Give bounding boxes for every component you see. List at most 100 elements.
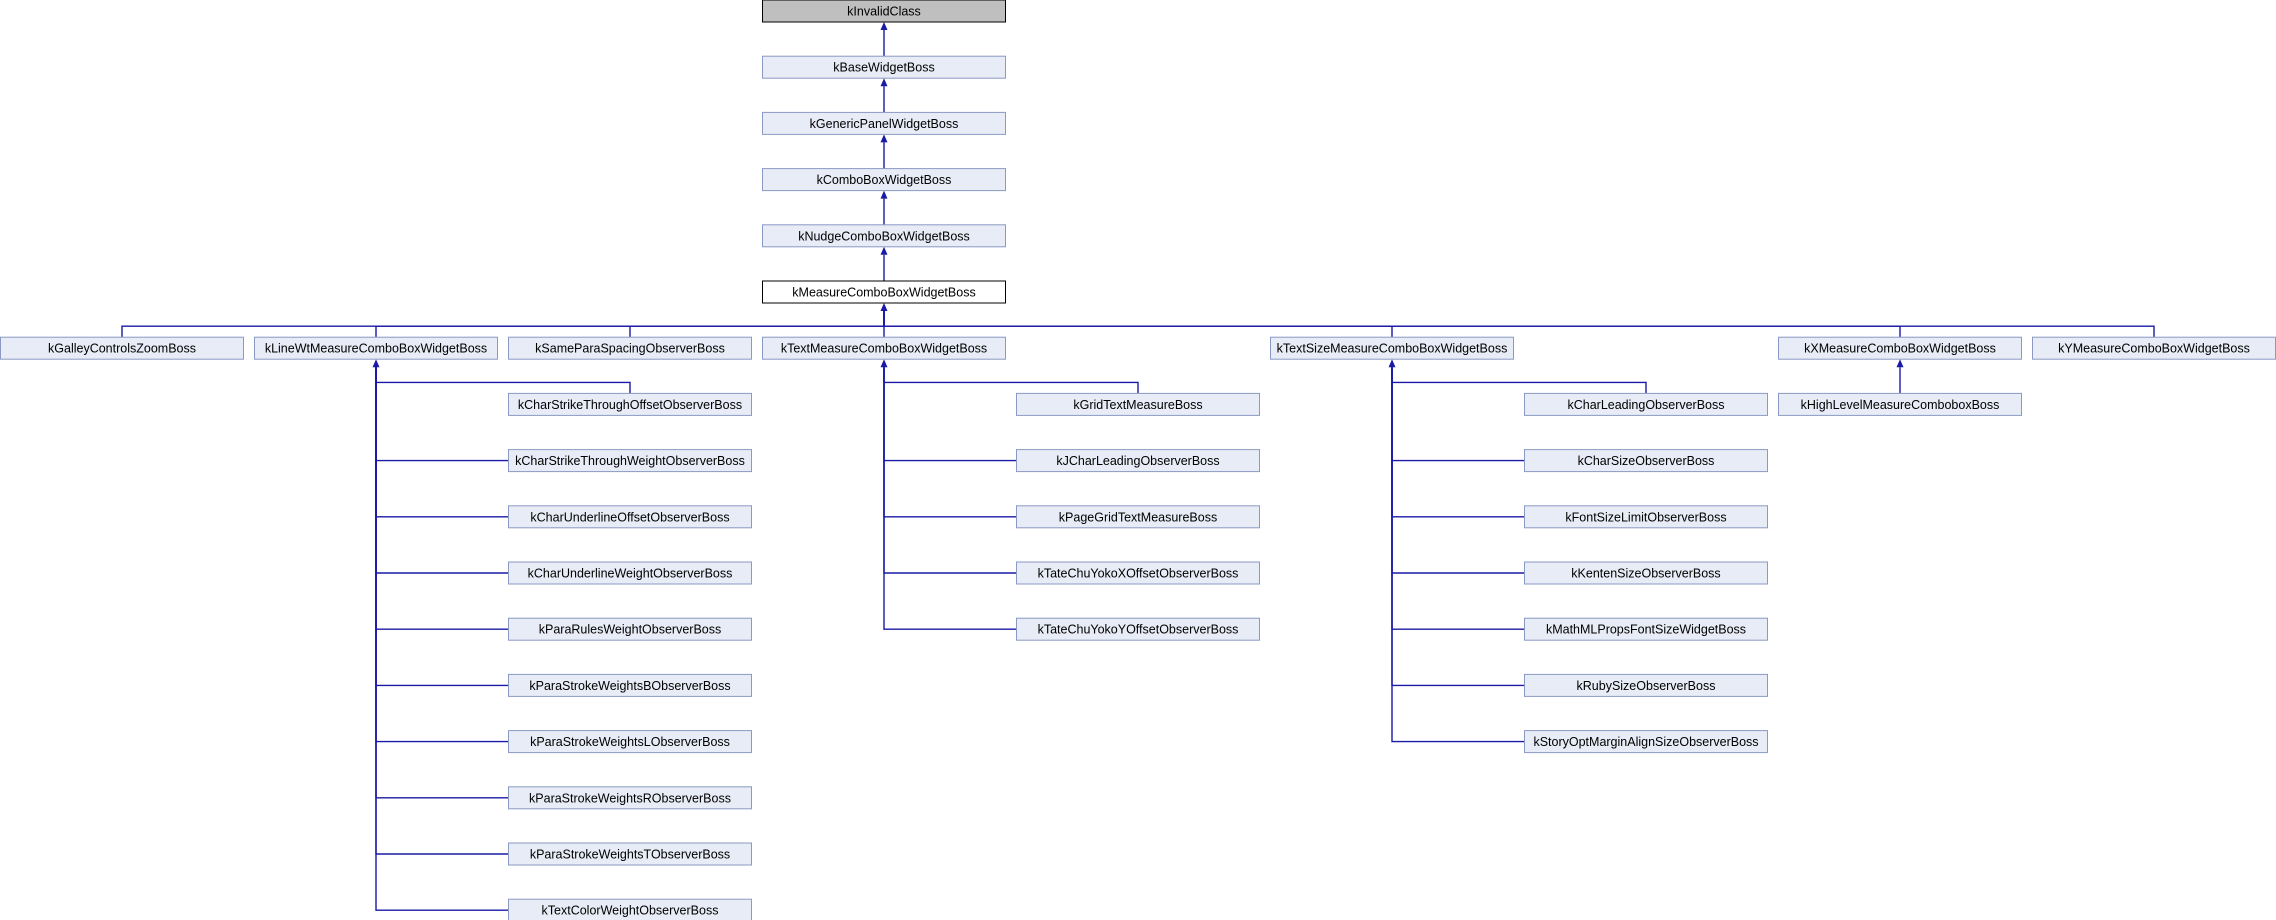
class-node-k-nudge-combo-box-widget-boss[interactable]: kNudgeComboBoxWidgetBoss xyxy=(762,224,1006,248)
arrowhead-k-line-wt-measure-combo-box-widget-boss xyxy=(372,359,380,368)
class-node-k-tate-chu-yoko-yoffset-observer-boss[interactable]: kTateChuYokoYOffsetObserverBoss xyxy=(1016,617,1260,641)
node-label: kMathMLPropsFontSizeWidgetBoss xyxy=(1546,623,1746,637)
class-node-k-text-measure-combo-box-widget-boss[interactable]: kTextMeasureComboBoxWidgetBoss xyxy=(762,336,1006,360)
node-box xyxy=(762,336,1006,360)
class-node-k-char-leading-observer-boss[interactable]: kCharLeadingObserverBoss xyxy=(1524,392,1768,416)
node-box xyxy=(762,224,1006,248)
class-node-k-generic-panel-widget-boss[interactable]: kGenericPanelWidgetBoss xyxy=(762,111,1006,135)
node-box xyxy=(1778,336,2022,360)
node-box xyxy=(1524,449,1768,473)
class-node-k-story-opt-margin-align-size-observer-boss[interactable]: kStoryOptMarginAlignSizeObserverBoss xyxy=(1524,730,1768,754)
class-node-k-ymeasure-combo-box-widget-boss[interactable]: kYMeasureComboBoxWidgetBoss xyxy=(2032,336,2276,360)
class-node-k-char-underline-offset-observer-boss[interactable]: kCharUnderlineOffsetObserverBoss xyxy=(508,505,752,529)
class-node-k-math-mlprops-font-size-widget-boss[interactable]: kMathMLPropsFontSizeWidgetBoss xyxy=(1524,617,1768,641)
node-box xyxy=(1524,730,1768,754)
edge-k-char-underline-offset-observer-boss-to-k-line-wt-measure-combo-box-widget-boss xyxy=(375,367,509,518)
node-box xyxy=(1524,392,1768,416)
node-box xyxy=(1016,449,1260,473)
node-label: kCharStrikeThroughWeightObserverBoss xyxy=(515,454,745,468)
arrowhead-k-nudge-combo-box-widget-boss xyxy=(880,246,888,255)
class-node-k-char-underline-weight-observer-boss[interactable]: kCharUnderlineWeightObserverBoss xyxy=(508,561,752,585)
class-node-k-kenten-size-observer-boss[interactable]: kKentenSizeObserverBoss xyxy=(1524,561,1768,585)
node-box xyxy=(508,561,752,585)
class-node-k-tate-chu-yoko-xoffset-observer-boss[interactable]: kTateChuYokoXOffsetObserverBoss xyxy=(1016,561,1260,585)
node-box xyxy=(1524,561,1768,585)
node-box xyxy=(762,55,1006,79)
node-box xyxy=(508,617,752,641)
node-label: kParaStrokeWeightsBObserverBoss xyxy=(529,679,730,693)
node-box xyxy=(1778,392,2022,416)
node-box xyxy=(508,730,752,754)
arrowhead-k-base-widget-boss xyxy=(880,78,888,87)
arrowhead-k-text-measure-combo-box-widget-boss xyxy=(880,359,888,368)
node-box xyxy=(508,842,752,866)
class-node-k-grid-text-measure-boss[interactable]: kGridTextMeasureBoss xyxy=(1016,392,1260,416)
node-box xyxy=(0,336,244,360)
class-node-k-char-strike-through-offset-observer-boss[interactable]: kCharStrikeThroughOffsetObserverBoss xyxy=(508,392,752,416)
class-node-k-para-stroke-weights-lobserver-boss[interactable]: kParaStrokeWeightsLObserverBoss xyxy=(508,730,752,754)
edge-k-jchar-leading-observer-boss-to-k-text-measure-combo-box-widget-boss xyxy=(883,367,1017,462)
node-box xyxy=(1270,336,1514,360)
node-label: kCharUnderlineWeightObserverBoss xyxy=(528,567,733,581)
class-node-k-combo-box-widget-boss[interactable]: kComboBoxWidgetBoss xyxy=(762,168,1006,192)
node-label: kGalleyControlsZoomBoss xyxy=(48,342,196,356)
edge-k-para-stroke-weights-tobserver-boss-to-k-line-wt-measure-combo-box-widget-boss xyxy=(375,367,509,855)
class-node-k-text-size-measure-combo-box-widget-boss[interactable]: kTextSizeMeasureComboBoxWidgetBoss xyxy=(1270,336,1514,360)
class-node-k-page-grid-text-measure-boss[interactable]: kPageGridTextMeasureBoss xyxy=(1016,505,1260,529)
node-box xyxy=(762,111,1006,135)
class-node-k-font-size-limit-observer-boss[interactable]: kFontSizeLimitObserverBoss xyxy=(1524,505,1768,529)
node-label: kTateChuYokoXOffsetObserverBoss xyxy=(1038,567,1239,581)
edge-k-story-opt-margin-align-size-observer-boss-to-k-text-size-measure-combo-box-widget-boss xyxy=(1391,367,1525,743)
edge-k-char-strike-through-offset-observer-boss-to-k-line-wt-measure-combo-box-widget-boss xyxy=(375,367,631,394)
class-node-k-jchar-leading-observer-boss[interactable]: kJCharLeadingObserverBoss xyxy=(1016,449,1260,473)
class-node-k-high-level-measure-combobox-boss[interactable]: kHighLevelMeasureComboboxBoss xyxy=(1778,392,2022,416)
class-node-k-char-strike-through-weight-observer-boss[interactable]: kCharStrikeThroughWeightObserverBoss xyxy=(508,449,752,473)
node-label: kKentenSizeObserverBoss xyxy=(1571,567,1720,581)
class-node-k-para-rules-weight-observer-boss[interactable]: kParaRulesWeightObserverBoss xyxy=(508,617,752,641)
node-label: kLineWtMeasureComboBoxWidgetBoss xyxy=(265,342,487,356)
class-node-k-text-color-weight-observer-boss[interactable]: kTextColorWeightObserverBoss xyxy=(508,898,752,920)
node-label: kCharStrikeThroughOffsetObserverBoss xyxy=(518,398,742,412)
class-node-k-para-stroke-weights-tobserver-boss[interactable]: kParaStrokeWeightsTObserverBoss xyxy=(508,842,752,866)
node-box xyxy=(1016,561,1260,585)
class-node-k-measure-combo-box-widget-boss[interactable]: kMeasureComboBoxWidgetBoss xyxy=(762,280,1006,304)
edge-k-text-size-measure-combo-box-widget-boss-to-k-measure-combo-box-widget-boss xyxy=(883,311,1393,338)
node-label: kTextColorWeightObserverBoss xyxy=(542,904,719,918)
edge-k-para-stroke-weights-robserver-boss-to-k-line-wt-measure-combo-box-widget-boss xyxy=(375,367,509,799)
edge-k-kenten-size-observer-boss-to-k-text-size-measure-combo-box-widget-boss xyxy=(1391,367,1525,574)
edge-k-font-size-limit-observer-boss-to-k-text-size-measure-combo-box-widget-boss xyxy=(1391,367,1525,518)
class-node-k-para-stroke-weights-robserver-boss[interactable]: kParaStrokeWeightsRObserverBoss xyxy=(508,786,752,810)
class-node-k-base-widget-boss[interactable]: kBaseWidgetBoss xyxy=(762,55,1006,79)
edge-k-same-para-spacing-observer-boss-to-k-measure-combo-box-widget-boss xyxy=(629,311,885,338)
class-node-k-same-para-spacing-observer-boss[interactable]: kSameParaSpacingObserverBoss xyxy=(508,336,752,360)
edge-k-para-stroke-weights-bobserver-boss-to-k-line-wt-measure-combo-box-widget-boss xyxy=(375,367,509,687)
edge-k-text-color-weight-observer-boss-to-k-line-wt-measure-combo-box-widget-boss xyxy=(375,367,509,911)
class-node-k-line-wt-measure-combo-box-widget-boss[interactable]: kLineWtMeasureComboBoxWidgetBoss xyxy=(254,336,498,360)
edge-k-ruby-size-observer-boss-to-k-text-size-measure-combo-box-widget-boss xyxy=(1391,367,1525,687)
node-label: kRubySizeObserverBoss xyxy=(1577,679,1716,693)
node-label: kParaStrokeWeightsLObserverBoss xyxy=(530,735,730,749)
node-label: kTextMeasureComboBoxWidgetBoss xyxy=(781,342,987,356)
arrowhead-k-invalid-class xyxy=(880,22,888,30)
node-label: kCharLeadingObserverBoss xyxy=(1567,398,1724,412)
class-node-k-char-size-observer-boss[interactable]: kCharSizeObserverBoss xyxy=(1524,449,1768,473)
node-box xyxy=(1016,392,1260,416)
node-box xyxy=(1016,505,1260,529)
edge-k-galley-controls-zoom-boss-to-k-measure-combo-box-widget-boss xyxy=(121,311,885,338)
edge-k-page-grid-text-measure-boss-to-k-text-measure-combo-box-widget-boss xyxy=(883,367,1017,518)
node-label: kMeasureComboBoxWidgetBoss xyxy=(792,286,975,300)
node-box xyxy=(508,449,752,473)
node-label: kParaStrokeWeightsTObserverBoss xyxy=(530,848,730,862)
class-node-k-galley-controls-zoom-boss[interactable]: kGalleyControlsZoomBoss xyxy=(0,336,244,360)
class-node-k-invalid-class[interactable]: kInvalidClass xyxy=(762,0,1006,23)
edge-k-grid-text-measure-boss-to-k-text-measure-combo-box-widget-boss xyxy=(883,367,1139,394)
node-label: kStoryOptMarginAlignSizeObserverBoss xyxy=(1533,735,1758,749)
class-node-k-ruby-size-observer-boss[interactable]: kRubySizeObserverBoss xyxy=(1524,673,1768,697)
class-node-k-xmeasure-combo-box-widget-boss[interactable]: kXMeasureComboBoxWidgetBoss xyxy=(1778,336,2022,360)
edge-k-char-strike-through-weight-observer-boss-to-k-line-wt-measure-combo-box-widget-boss xyxy=(375,367,509,462)
class-node-k-para-stroke-weights-bobserver-boss[interactable]: kParaStrokeWeightsBObserverBoss xyxy=(508,673,752,697)
node-box xyxy=(508,786,752,810)
node-label: kParaRulesWeightObserverBoss xyxy=(539,623,721,637)
